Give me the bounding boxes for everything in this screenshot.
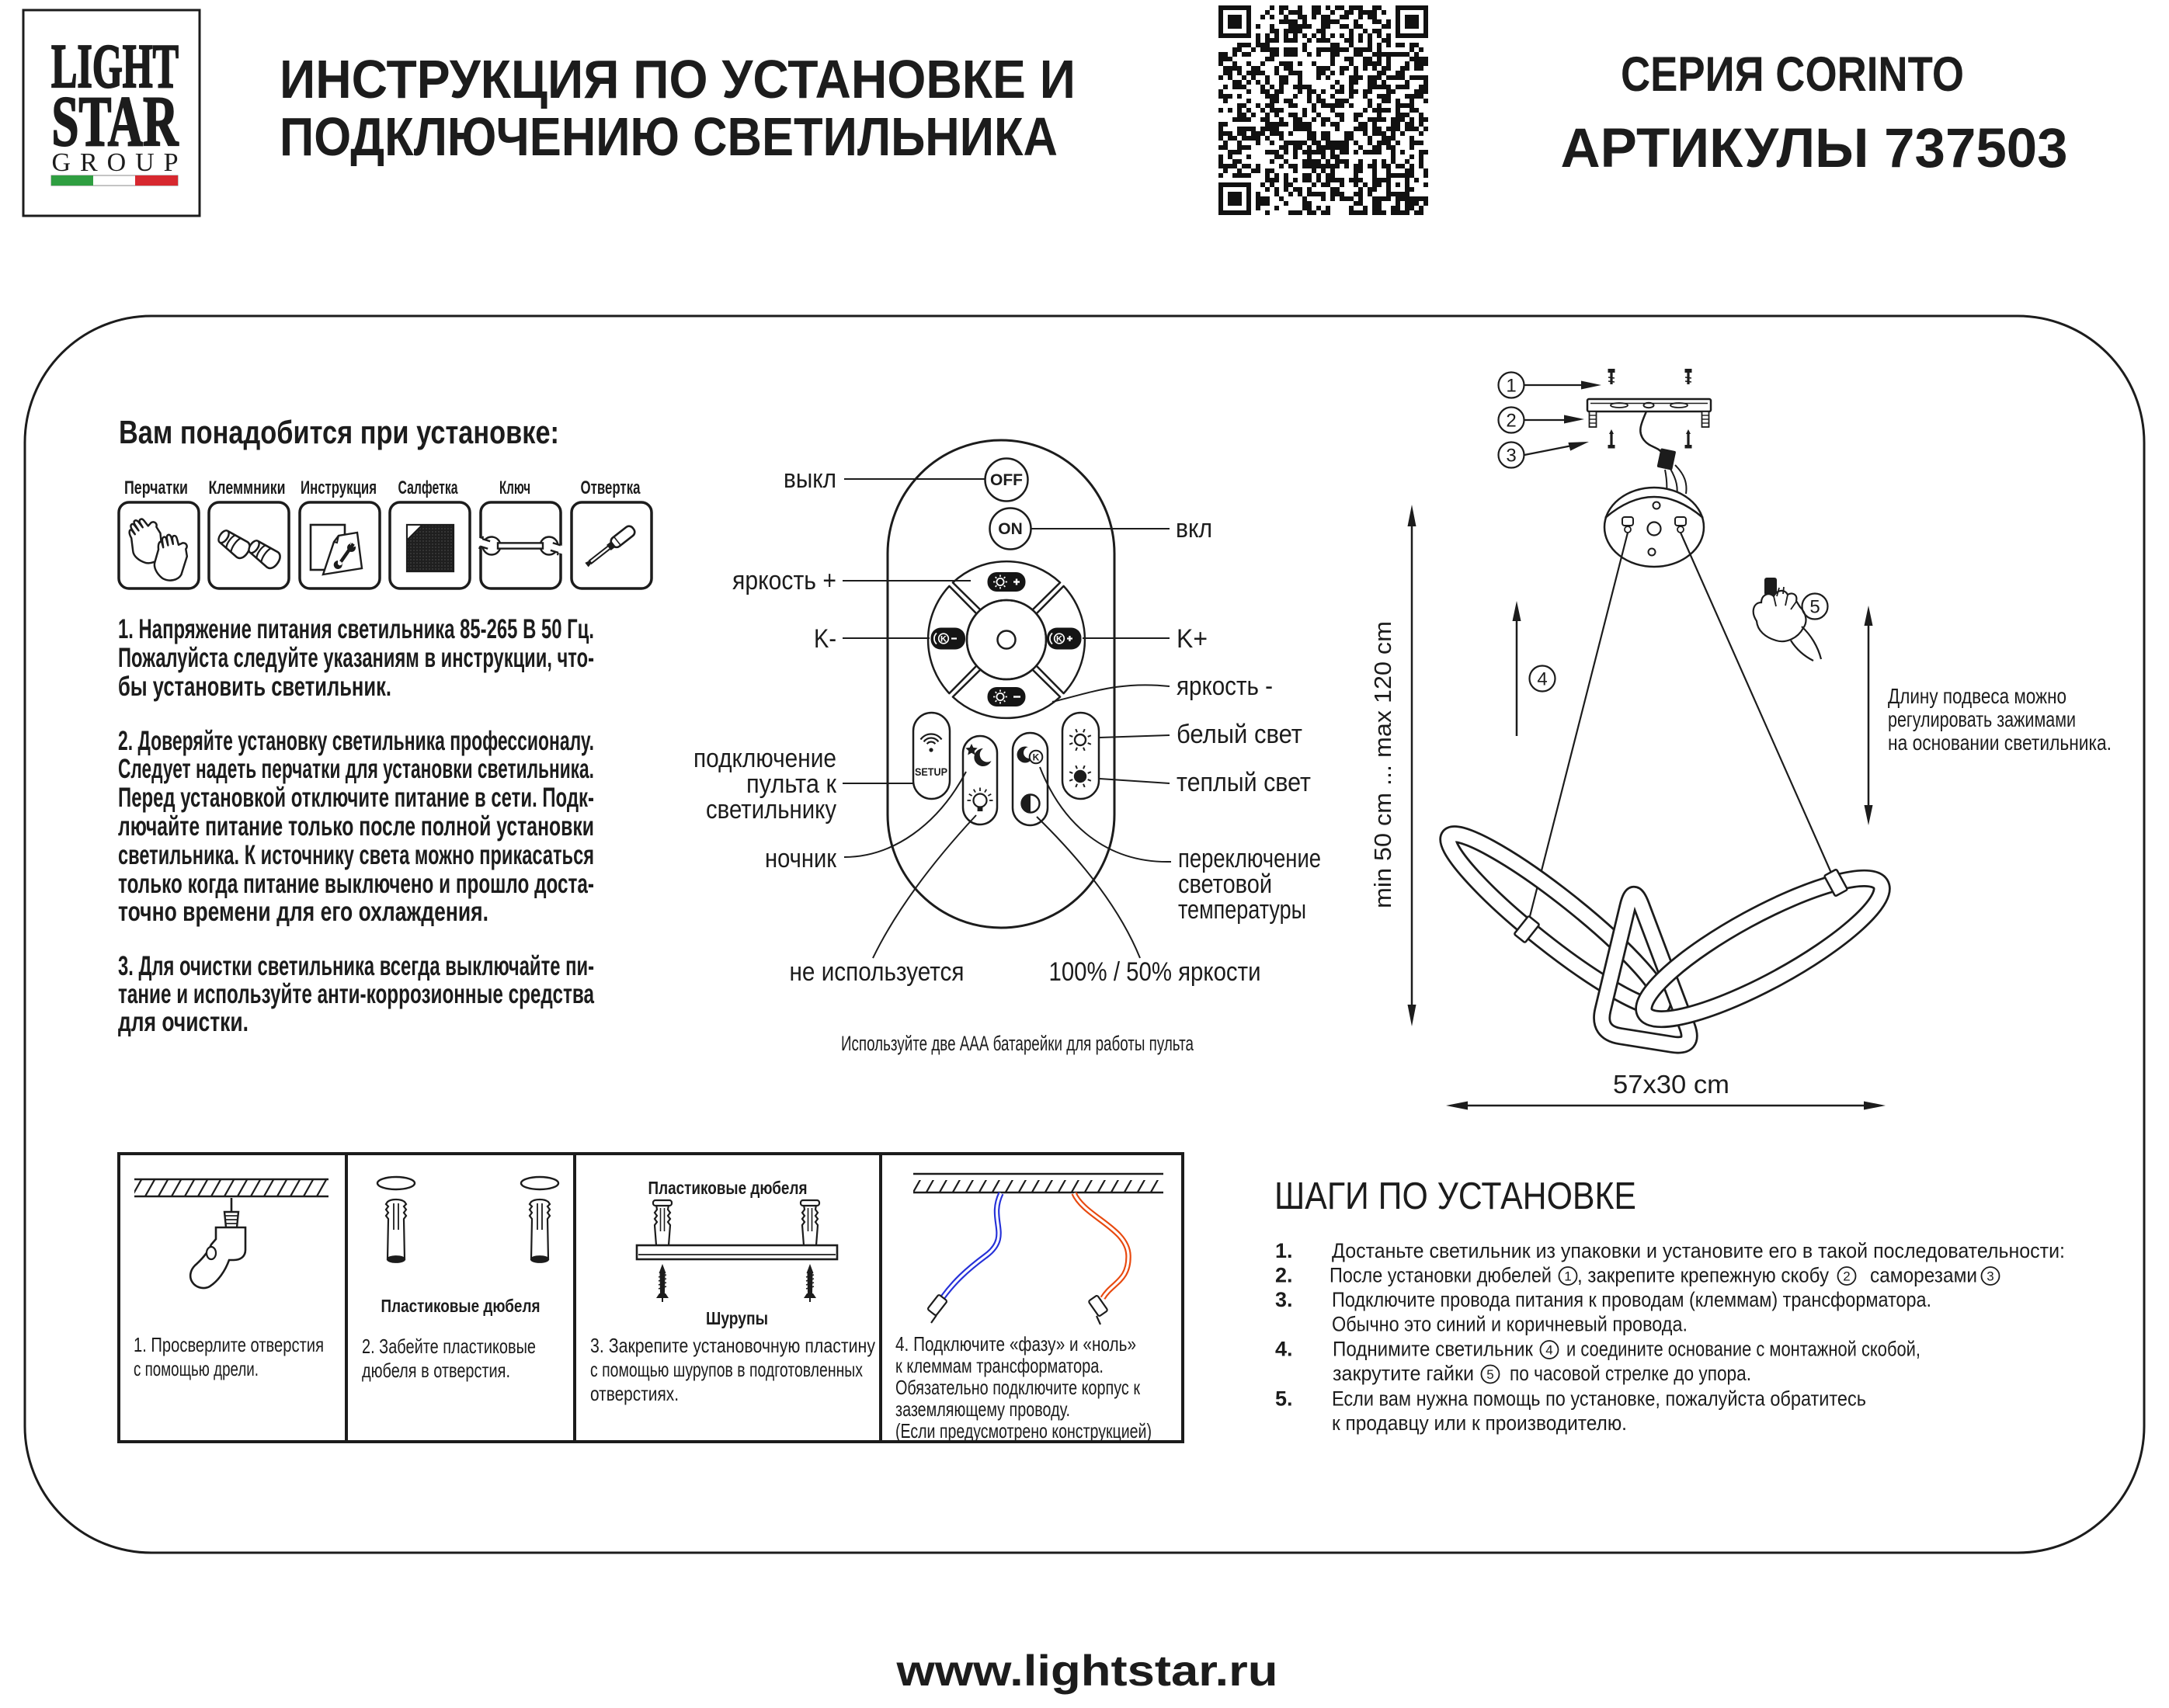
svg-text:2. Доверяйте установку светиль: 2. Доверяйте установку светильника профе…: [118, 726, 594, 756]
svg-text:OFF: OFF: [990, 471, 1023, 489]
svg-text:ИНСТРУКЦИЯ ПО УСТАНОВКЕ И: ИНСТРУКЦИЯ ПО УСТАНОВКЕ И: [280, 49, 1076, 109]
svg-text:ночник: ночник: [765, 844, 837, 873]
svg-text:Клеммники: Клеммники: [209, 477, 286, 498]
svg-text:5: 5: [1809, 597, 1820, 618]
svg-text:с помощью дрели.: с помощью дрели.: [134, 1357, 259, 1380]
svg-text:K: K: [940, 635, 947, 644]
svg-text:www.lightstar.ru: www.lightstar.ru: [895, 1646, 1277, 1695]
svg-text:, закрепите крепежную скобу: , закрепите крепежную скобу: [1577, 1264, 1829, 1287]
svg-text:переключение: переключение: [1178, 844, 1321, 873]
svg-text:1. Просверлите отверстия: 1. Просверлите отверстия: [134, 1333, 324, 1356]
svg-text:Ключ: Ключ: [499, 477, 530, 498]
svg-text:регулировать зажимами: регулировать зажимами: [1888, 707, 2076, 731]
svg-text:и соедините основание с монтаж: и соедините основание с монтажной скобой…: [1566, 1338, 1920, 1361]
svg-text:Инструкция: Инструкция: [301, 477, 377, 498]
svg-text:SETUP: SETUP: [915, 765, 947, 778]
svg-text:по часовой стрелке до упора.: по часовой стрелке до упора.: [1510, 1362, 1751, 1385]
svg-text:СЕРИЯ CORINTO: СЕРИЯ CORINTO: [1621, 47, 1964, 102]
svg-text:Перед установкой отключите пит: Перед установкой отключите питание в сет…: [118, 783, 594, 813]
svg-text:1: 1: [1506, 376, 1516, 397]
svg-text:Обязательно подключите корпус: Обязательно подключите корпус к: [895, 1376, 1140, 1399]
svg-text:K: K: [1033, 752, 1040, 763]
svg-text:1: 1: [1564, 1269, 1571, 1284]
svg-text:ШАГИ ПО УСТАНОВКЕ: ШАГИ ПО УСТАНОВКЕ: [1274, 1175, 1636, 1217]
svg-text:к клеммам трансформатора.: к клеммам трансформатора.: [895, 1354, 1104, 1377]
svg-text:точно времени для его охлажден: точно времени для его охлаждения.: [118, 897, 488, 927]
svg-text:4: 4: [1545, 1343, 1552, 1358]
svg-text:После установки дюбелей: После установки дюбелей: [1330, 1264, 1552, 1287]
svg-text:для очистки.: для очистки.: [118, 1007, 249, 1037]
svg-text:Следует надеть перчатки для ус: Следует надеть перчатки для установки св…: [118, 754, 594, 784]
svg-text:2: 2: [1843, 1269, 1850, 1284]
svg-text:светильника. К источнику света: светильника. К источнику света можно при…: [118, 840, 594, 870]
svg-text:бы установить светильник.: бы установить светильник.: [118, 672, 391, 702]
svg-text:Подключите провода питания к п: Подключите провода питания к проводам (к…: [1332, 1288, 1931, 1311]
svg-text:с помощью шурупов в подготовле: с помощью шурупов в подготовленных: [590, 1358, 863, 1381]
svg-text:3. Для очистки светильника все: 3. Для очистки светильника всегда выключ…: [118, 951, 594, 981]
svg-text:на основании светильника.: на основании светильника.: [1888, 731, 2112, 755]
svg-text:АРТИКУЛЫ 737503: АРТИКУЛЫ 737503: [1561, 118, 2068, 179]
svg-text:световой: световой: [1178, 870, 1272, 899]
svg-text:лючайте питание только после п: лючайте питание только после полной уста…: [118, 811, 594, 842]
svg-text:светильнику: светильнику: [706, 795, 836, 824]
svg-text:тание и используйте анти-корро: тание и используйте анти-коррозионные ср…: [118, 979, 594, 1009]
svg-text:Пожалуйста следуйте указаниям: Пожалуйста следуйте указаниям в инструкц…: [118, 643, 594, 673]
svg-text:Вам понадобится при установке:: Вам понадобится при установке:: [119, 414, 559, 450]
svg-text:подключение: подключение: [693, 744, 836, 773]
svg-text:Если вам нужна помощь по устан: Если вам нужна помощь по установке, пожа…: [1332, 1387, 1866, 1411]
svg-text:только когда питание выключено: только когда питание выключено и прошло …: [118, 869, 594, 899]
svg-text:1. Напряжение питания светильн: 1. Напряжение питания светильника 85-265…: [118, 614, 594, 644]
svg-text:саморезами: саморезами: [1870, 1264, 1977, 1287]
svg-text:STAR: STAR: [52, 82, 179, 161]
svg-text:3: 3: [1506, 446, 1516, 467]
svg-text:LIGHT: LIGHT: [51, 33, 179, 101]
svg-text:выкл: выкл: [784, 464, 836, 494]
svg-text:Перчатки: Перчатки: [124, 477, 188, 498]
svg-text:Длину подвеса можно: Длину подвеса можно: [1888, 684, 2066, 708]
svg-text:белый свет: белый свет: [1177, 720, 1302, 749]
svg-text:Салфетка: Салфетка: [398, 477, 458, 498]
svg-text:к продавцу или к производителю: к продавцу или к производителю.: [1332, 1411, 1627, 1435]
svg-text:5: 5: [1486, 1367, 1493, 1382]
svg-text:57x30 cm: 57x30 cm: [1613, 1070, 1729, 1099]
svg-text:2: 2: [1506, 411, 1516, 432]
svg-text:3.: 3.: [1275, 1288, 1293, 1311]
svg-text:не используется: не используется: [790, 957, 965, 987]
svg-text:отверстиях.: отверстиях.: [590, 1382, 679, 1405]
svg-text:K+: K+: [1177, 624, 1208, 654]
svg-text:яркость +: яркость +: [732, 566, 836, 595]
svg-text:Достаньте светильник из упаков: Достаньте светильник из упаковки и устан…: [1332, 1239, 2065, 1262]
svg-text:вкл: вкл: [1176, 514, 1212, 543]
svg-text:5.: 5.: [1275, 1387, 1293, 1411]
svg-text:Шурупы: Шурупы: [706, 1308, 768, 1328]
svg-text:Используйте две ААА батарейки: Используйте две ААА батарейки для работы…: [841, 1032, 1194, 1055]
svg-text:(Если предусмотрено конструкци: (Если предусмотрено конструкцией): [895, 1419, 1152, 1442]
svg-text:ON: ON: [998, 520, 1023, 538]
svg-text:3: 3: [1987, 1269, 1993, 1284]
svg-text:заземляющему проводу.: заземляющему проводу.: [895, 1397, 1070, 1421]
svg-text:температуры: температуры: [1178, 895, 1306, 925]
svg-text:1.: 1.: [1275, 1239, 1293, 1262]
svg-text:min 50 cm ... max 120 cm: min 50 cm ... max 120 cm: [1369, 621, 1396, 908]
svg-text:Пластиковые дюбеля: Пластиковые дюбеля: [648, 1178, 808, 1198]
svg-text:4: 4: [1537, 669, 1547, 690]
svg-text:100% / 50% яркости: 100% / 50% яркости: [1049, 957, 1261, 987]
svg-text:3. Закрепите установочную плас: 3. Закрепите установочную пластину: [590, 1334, 875, 1357]
svg-text:K: K: [1056, 635, 1062, 644]
svg-text:закрутите гайки: закрутите гайки: [1333, 1362, 1474, 1385]
svg-text:2. Забейте пластиковые: 2. Забейте пластиковые: [362, 1335, 536, 1358]
svg-text:дюбеля в отверстия.: дюбеля в отверстия.: [362, 1359, 510, 1382]
svg-text:теплый свет: теплый свет: [1177, 768, 1311, 797]
svg-text:Обычно это синий и коричневый: Обычно это синий и коричневый провода.: [1332, 1313, 1688, 1336]
svg-text:4.: 4.: [1275, 1338, 1293, 1361]
svg-text:Пластиковые дюбеля: Пластиковые дюбеля: [381, 1296, 541, 1316]
svg-text:ПОДКЛЮЧЕНИЮ СВЕТИЛЬНИКА: ПОДКЛЮЧЕНИЮ СВЕТИЛЬНИКА: [280, 106, 1058, 167]
svg-text:Отвертка: Отвертка: [581, 477, 641, 498]
svg-text:яркость -: яркость -: [1177, 672, 1273, 701]
svg-text:Поднимите светильник: Поднимите светильник: [1333, 1338, 1533, 1361]
svg-text:K-: K-: [814, 624, 836, 654]
svg-text:2.: 2.: [1275, 1264, 1293, 1287]
svg-text:пульта к: пульта к: [746, 769, 837, 799]
svg-text:4. Подключите «фазу» и «ноль»: 4. Подключите «фазу» и «ноль»: [895, 1332, 1136, 1356]
